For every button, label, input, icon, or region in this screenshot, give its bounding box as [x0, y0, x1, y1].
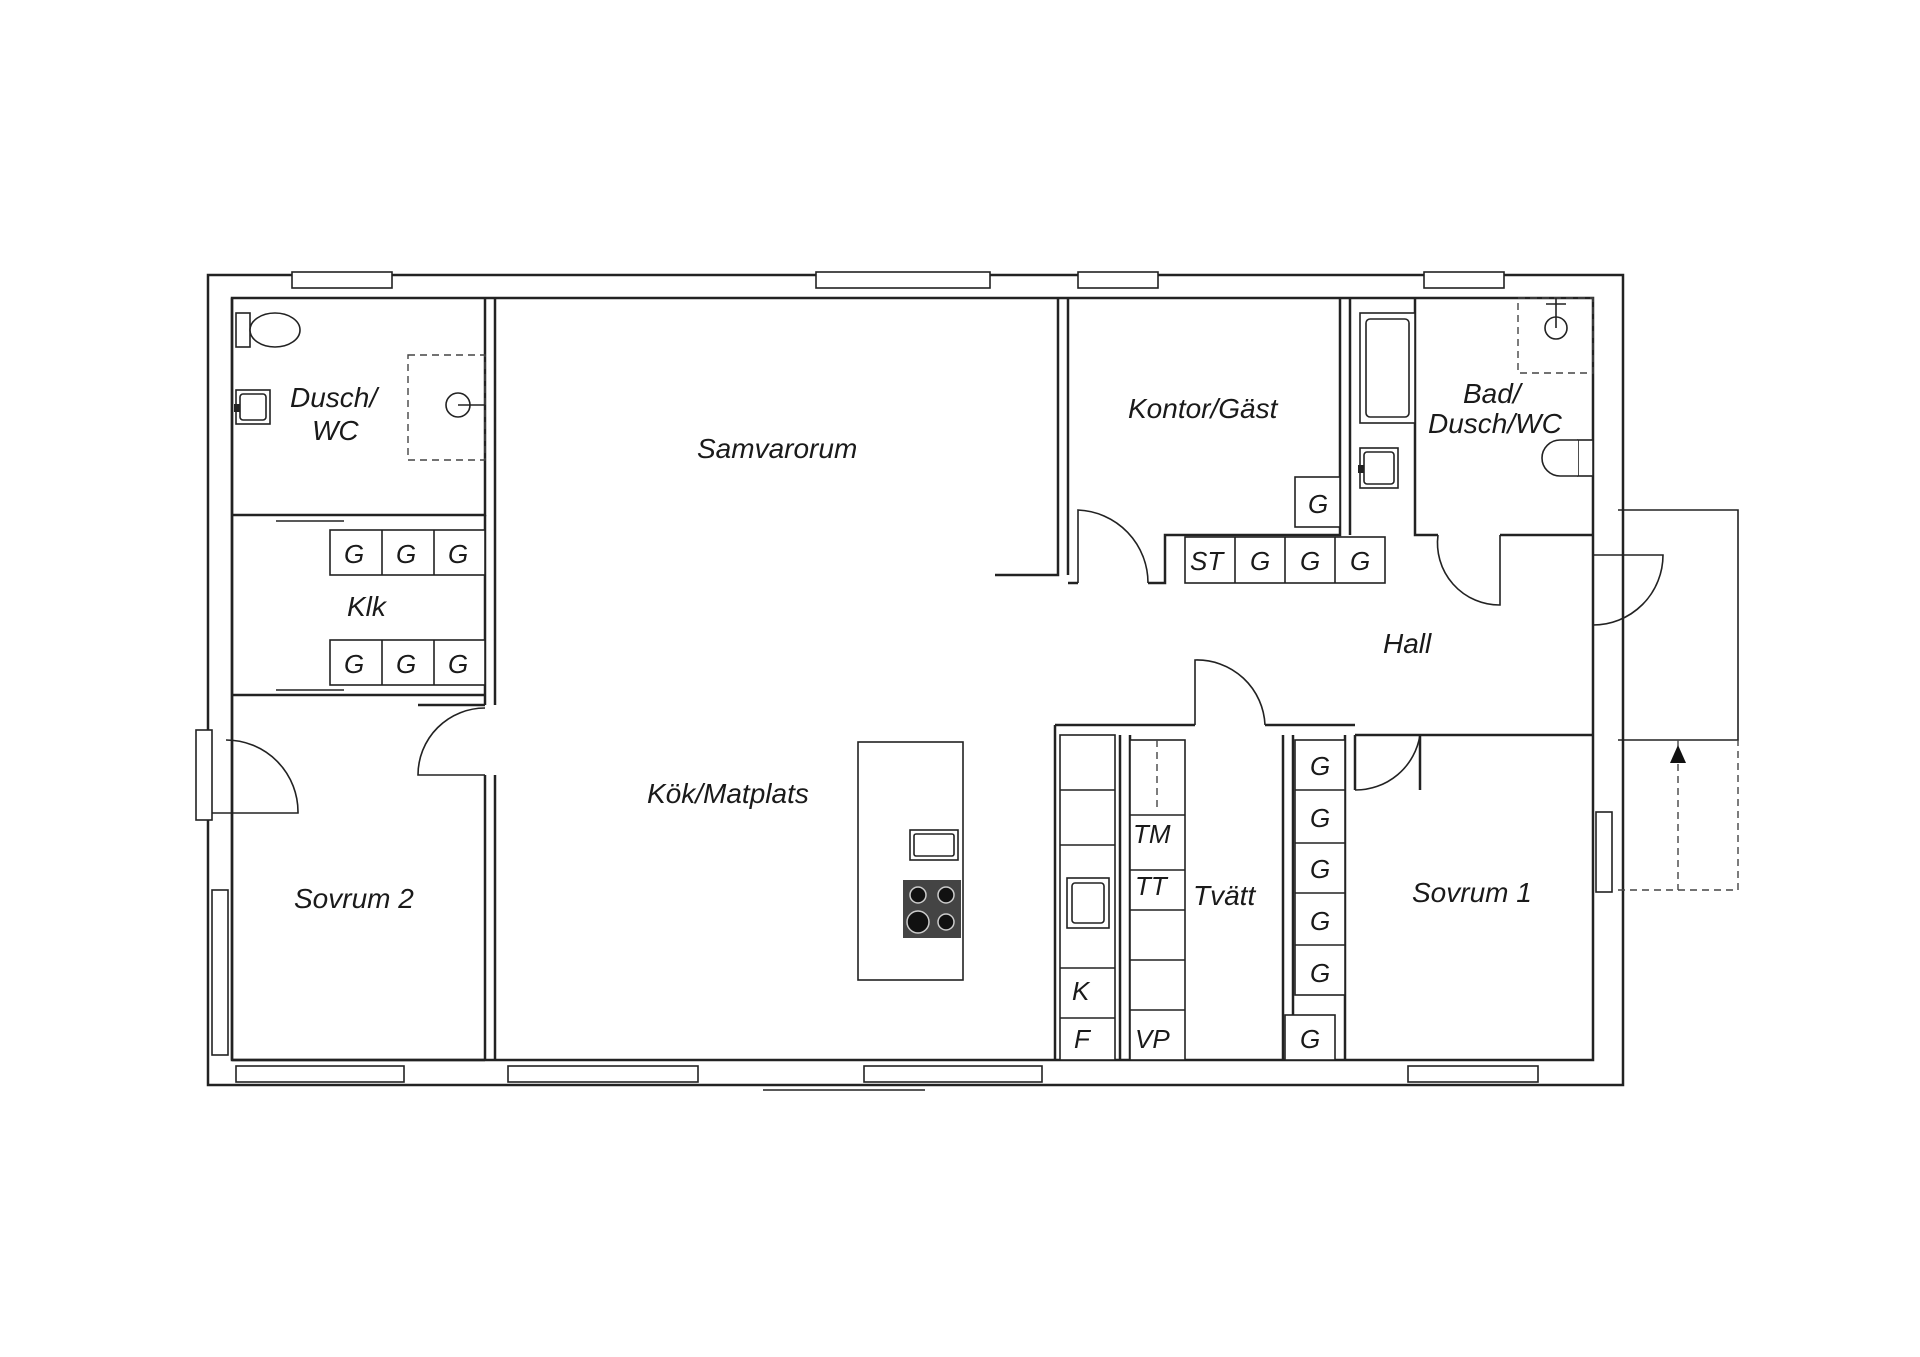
room-label-tvatt: Tvätt	[1193, 880, 1256, 911]
sovrum1-wardrobes	[1294, 739, 1346, 996]
wardrobe-label: G	[1350, 546, 1370, 576]
room-label-kontor: Kontor/Gäst	[1128, 393, 1279, 424]
unit-labels: G G G G G G G ST G G G G G G G G G TM TT…	[344, 489, 1370, 1054]
sink-icon	[1358, 447, 1399, 489]
toilet-icon	[235, 312, 301, 348]
room-label-samvarorum: Samvarorum	[697, 433, 857, 464]
room-label-kok: Kök/Matplats	[647, 778, 809, 809]
wardrobe-label: G	[448, 539, 468, 569]
shower-area-1	[407, 354, 486, 461]
wardrobe-label: G	[396, 649, 416, 679]
windows	[195, 271, 1613, 1091]
dishwasher-label: TM	[1133, 819, 1171, 849]
wardrobe-label: G	[396, 539, 416, 569]
wardrobe-label: G	[448, 649, 468, 679]
laundry-column	[1129, 739, 1186, 1061]
wardrobe-label: G	[1300, 1024, 1320, 1054]
room-label-bad: Dusch/WC	[1428, 408, 1563, 439]
room-label-dusch-wc: Dusch/	[290, 382, 380, 413]
wardrobe-label: G	[1310, 906, 1330, 936]
wardrobe-label: G	[1308, 489, 1328, 519]
freezer-label: F	[1074, 1024, 1092, 1054]
dryer-label: TT	[1135, 871, 1169, 901]
tvatt-wardrobe	[1284, 1014, 1336, 1061]
klk-wardrobes-bottom	[329, 639, 486, 686]
kitchen-counter	[1059, 734, 1116, 1061]
room-label-sovrum2: Sovrum 2	[294, 883, 414, 914]
fridge-label: K	[1072, 976, 1091, 1006]
entry-steps	[1618, 509, 1739, 891]
shower-head-icon	[1544, 298, 1568, 340]
kontor-wardrobe	[1294, 476, 1341, 528]
bathtub-icon	[1359, 312, 1416, 424]
doors	[212, 509, 1664, 814]
room-label-bad: Bad/	[1463, 378, 1524, 409]
shower-head-icon	[445, 392, 485, 418]
klk-wardrobes-top	[329, 529, 486, 576]
sink-icon	[234, 389, 271, 425]
room-label-dusch-wc: WC	[312, 415, 359, 446]
wardrobe-label: G	[344, 539, 364, 569]
wardrobe-label: G	[1310, 958, 1330, 988]
wardrobe-label: G	[1250, 546, 1270, 576]
room-label-klk: Klk	[347, 591, 388, 622]
wardrobe-label: G	[1310, 751, 1330, 781]
wardrobe-label: G	[1300, 546, 1320, 576]
kitchen-island	[857, 741, 964, 981]
wardrobe-label: G	[1310, 854, 1330, 884]
hall-wardrobes	[1184, 536, 1386, 584]
water-heater-label: VP	[1135, 1024, 1170, 1054]
wardrobe-label: G	[1310, 803, 1330, 833]
wardrobe-label: G	[344, 649, 364, 679]
toilet-icon	[1541, 439, 1594, 477]
room-label-sovrum1: Sovrum 1	[1412, 877, 1532, 908]
room-label-hall: Hall	[1383, 628, 1432, 659]
storage-label: ST	[1190, 546, 1225, 576]
